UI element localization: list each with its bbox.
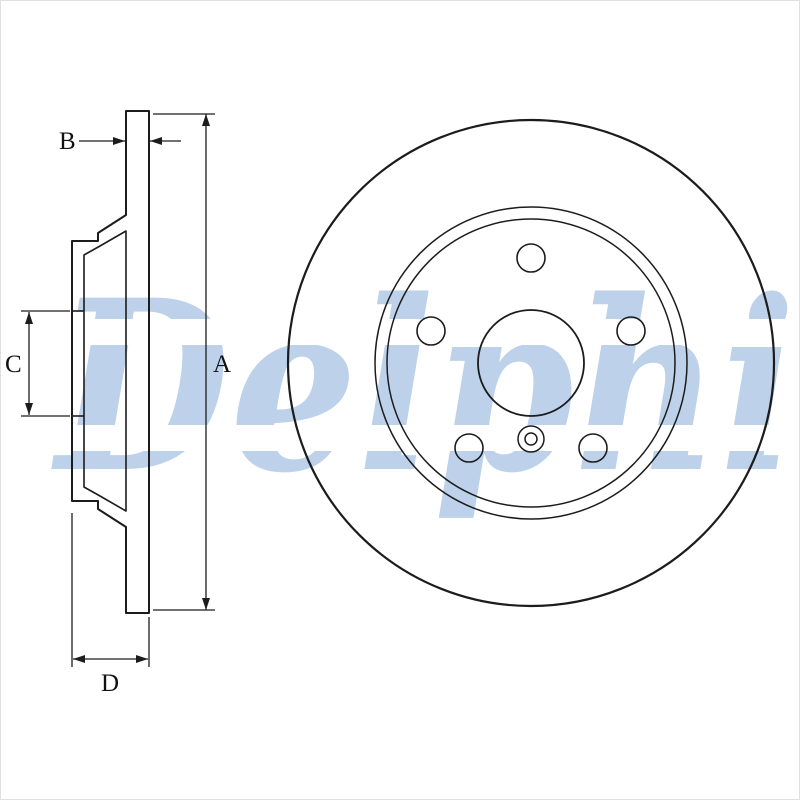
hub-ring-inner [386,218,676,508]
cross-section-inner-profile [83,230,127,512]
dimension-b: B [59,128,181,155]
dim-c-label: C [5,351,22,378]
dimension-a: A [153,113,231,611]
dimension-d: D [71,513,150,697]
bolt-hole [616,316,646,346]
bolt-hole [454,433,484,463]
locating-pin-hole-inner [524,432,538,446]
bolt-hole [578,433,608,463]
cross-section-view [71,110,150,614]
locating-pin-hole-outer [517,425,545,453]
watermark-stripe [1,319,799,345]
center-bore [477,309,585,417]
dim-d-label: D [101,670,119,697]
front-view [286,118,776,608]
cross-section-outer-profile [71,110,150,614]
disc-outer-edge [286,118,776,608]
hub-ring-outer [374,206,688,520]
dim-b-label: B [59,128,76,155]
dimension-c: C [5,310,70,417]
bolt-hole [516,243,546,273]
watermark: Delphi [1,249,799,525]
bolt-hole [416,316,446,346]
dim-a-label: A [213,351,231,378]
watermark-text: Delphi [51,249,796,525]
